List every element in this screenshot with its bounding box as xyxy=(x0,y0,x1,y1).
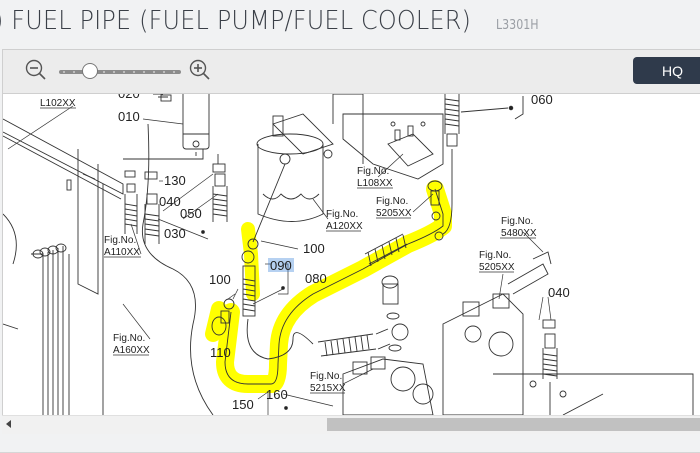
zoom-out-button[interactable] xyxy=(25,59,47,83)
part-label-080[interactable]: 080 xyxy=(305,271,327,286)
fig-ref-l102[interactable]: L102XX xyxy=(40,98,76,109)
fig-ref-a120[interactable]: A120XX xyxy=(326,221,363,232)
parts-diagram[interactable]: 020 010 130 040 050 030 060 100 090 080 … xyxy=(2,94,700,415)
zoom-in-button[interactable] xyxy=(189,59,211,83)
fig-ref-5205-upper-prefix: Fig.No. xyxy=(376,196,408,207)
part-label-160[interactable]: 160 xyxy=(266,387,288,402)
zoom-slider[interactable] xyxy=(59,63,181,79)
part-label-150[interactable]: 150 xyxy=(232,397,254,412)
fuel-filter-assembly xyxy=(252,94,364,243)
fig-ref-5215-prefix: Fig.No. xyxy=(310,371,342,382)
page-title: ) FUEL PIPE (FUEL PUMP/FUEL COOLER) xyxy=(0,6,472,36)
part-callouts: 020 010 130 040 050 030 060 100 090 080 … xyxy=(118,94,570,412)
fig-ref-5215[interactable]: 5215XX xyxy=(310,383,346,394)
part-label-090[interactable]: 090 xyxy=(270,258,292,273)
radiator-frame xyxy=(3,118,214,415)
footer-bar xyxy=(0,434,700,453)
part-label-020[interactable]: 020 xyxy=(118,94,140,101)
fig-ref-a110-prefix: Fig.No. xyxy=(104,235,136,246)
fuel-filter-bowl xyxy=(153,94,210,156)
fuel-pipe-drawing xyxy=(211,180,444,385)
mounting-bracket xyxy=(342,113,444,180)
leak-off-hose xyxy=(542,319,558,415)
fig-ref-5205-lower-prefix: Fig.No. xyxy=(479,250,511,261)
exploded-view-drawing: 020 010 130 040 050 030 060 100 090 080 … xyxy=(3,94,694,415)
part-label-130[interactable]: 130 xyxy=(164,173,186,188)
zoom-in-icon xyxy=(189,59,210,80)
injection-pump xyxy=(342,251,694,415)
part-label-100-lower[interactable]: 100 xyxy=(209,272,231,287)
fig-ref-5480[interactable]: 5480XX xyxy=(501,228,537,239)
fig-ref-a120-prefix: Fig.No. xyxy=(326,209,358,220)
scroll-left-arrow-icon[interactable] xyxy=(6,420,11,428)
part-label-010[interactable]: 010 xyxy=(118,109,140,124)
part-label-030[interactable]: 030 xyxy=(164,226,186,241)
zoom-slider-thumb[interactable] xyxy=(81,63,98,79)
scrollbar-thumb[interactable] xyxy=(327,418,700,431)
part-label-040-right[interactable]: 040 xyxy=(548,285,570,300)
diagram-toolbar: HQ xyxy=(2,49,700,94)
fig-ref-a160[interactable]: A160XX xyxy=(113,345,150,356)
return-hose xyxy=(442,94,524,235)
hq-button[interactable]: HQ xyxy=(633,57,700,84)
leader-lines xyxy=(7,105,552,415)
horizontal-scrollbar[interactable] xyxy=(2,415,700,435)
fig-ref-5205-upper[interactable]: 5205XX xyxy=(376,208,412,219)
fig-ref-a110[interactable]: A110XX xyxy=(104,247,140,258)
hose-clamps xyxy=(123,149,228,244)
fig-ref-a160-prefix: Fig.No. xyxy=(113,333,145,344)
slider-ticks xyxy=(59,71,181,73)
zoom-out-icon xyxy=(25,59,46,80)
fig-ref-l108-prefix: Fig.No. xyxy=(357,166,389,177)
part-label-110[interactable]: 110 xyxy=(210,345,231,360)
figure-references: L102XX Fig.No. A110XX Fig.No. A160XX Fig… xyxy=(40,98,537,394)
part-label-040-left[interactable]: 040 xyxy=(159,194,181,209)
part-label-050[interactable]: 050 xyxy=(180,206,202,221)
part-label-100-upper[interactable]: 100 xyxy=(303,241,325,256)
feed-hose xyxy=(246,275,409,360)
part-label-060[interactable]: 060 xyxy=(531,94,553,107)
fig-ref-5205-lower[interactable]: 5205XX xyxy=(479,262,515,273)
fig-ref-l108[interactable]: L108XX xyxy=(357,178,393,189)
selected-part-highlight xyxy=(268,258,294,272)
fig-ref-5480-prefix: Fig.No. xyxy=(501,216,533,227)
model-code: L3301H xyxy=(496,18,539,33)
title-bar: ) FUEL PIPE (FUEL PUMP/FUEL COOLER) L330… xyxy=(0,0,700,48)
